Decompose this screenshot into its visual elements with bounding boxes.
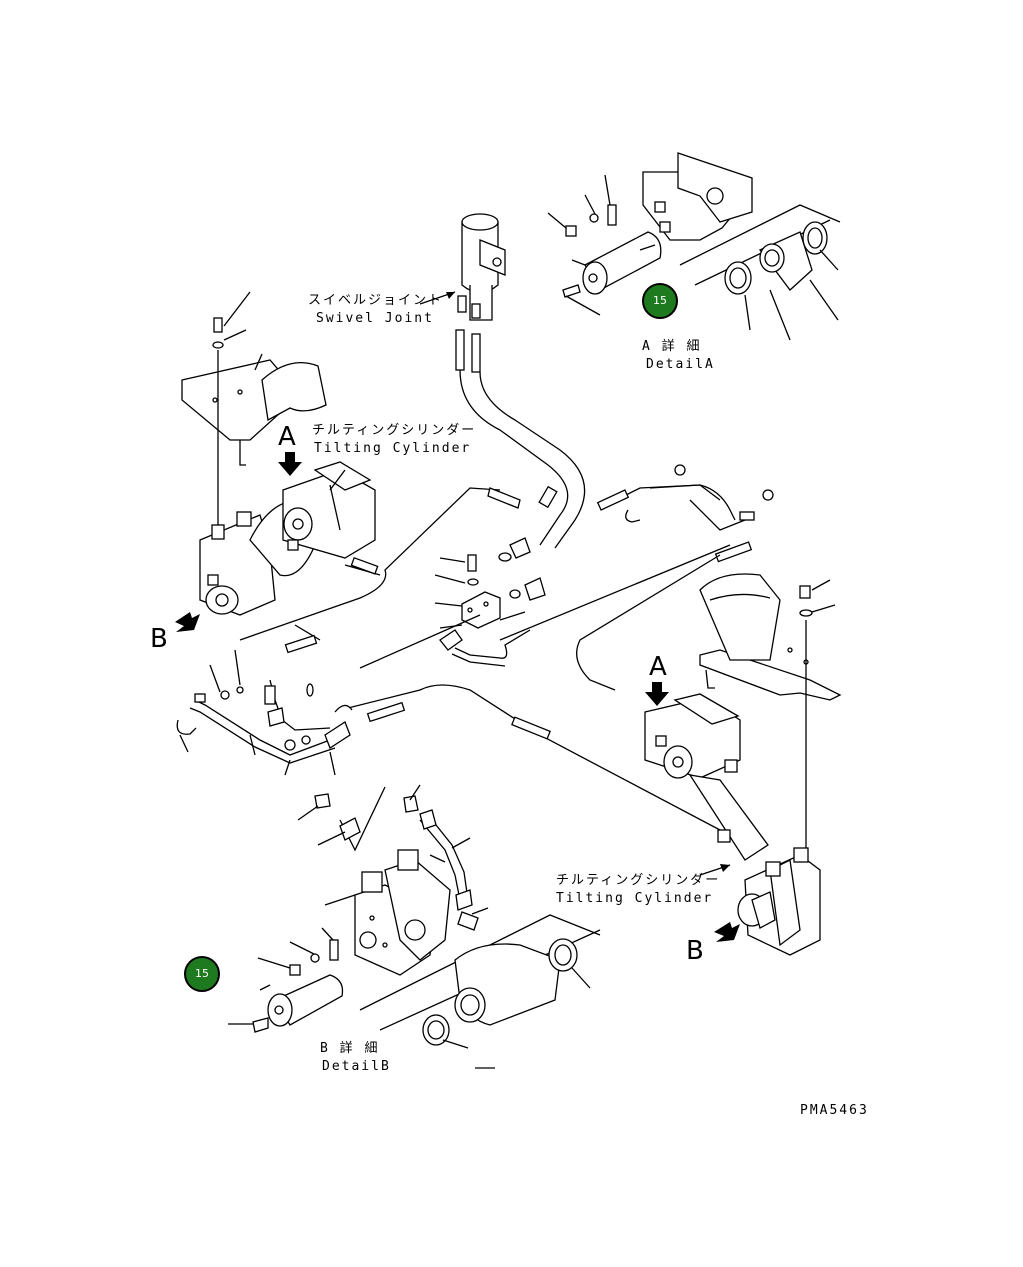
tilting-cylinder-upper-label-jp: チルティングシリンダー (312, 423, 477, 438)
detail-b-label-jp: B 詳 細 (320, 1041, 380, 1056)
part-badge-15-lower[interactable]: 15 (184, 956, 220, 992)
tilting-cylinder-lower-label-en: Tilting Cylinder (556, 891, 714, 906)
left-tilting-cylinder-assembly (175, 291, 376, 632)
center-valve-block (434, 537, 546, 667)
detail-b-label-en: DetailB (322, 1059, 391, 1074)
tilting-cylinder-lower-label-jp: チルティングシリンダー (556, 873, 721, 888)
detail-b-assembly (228, 784, 601, 1069)
hydraulic-lines (176, 464, 774, 831)
right-tilting-cylinder-assembly (644, 573, 842, 956)
swivel-joint-label-jp: スイベルジョイント (308, 293, 444, 308)
tilting-cylinder-upper-label-en: Tilting Cylinder (314, 441, 472, 456)
view-marker-b-upper: B (150, 624, 168, 654)
detail-a-label-jp: A 詳 細 (642, 339, 702, 354)
detail-a-label-en: DetailA (646, 357, 715, 372)
detail-a-assembly (547, 152, 841, 341)
swivel-joint-label-en: Swivel Joint (316, 311, 434, 326)
drawing-number: PMA5463 (800, 1103, 869, 1118)
part-badge-15-upper[interactable]: 15 (642, 283, 678, 319)
view-marker-b-lower: B (686, 936, 704, 966)
view-marker-a-lower: A (649, 652, 667, 682)
view-marker-a-upper: A (278, 422, 296, 452)
swivel-joint (455, 213, 506, 373)
